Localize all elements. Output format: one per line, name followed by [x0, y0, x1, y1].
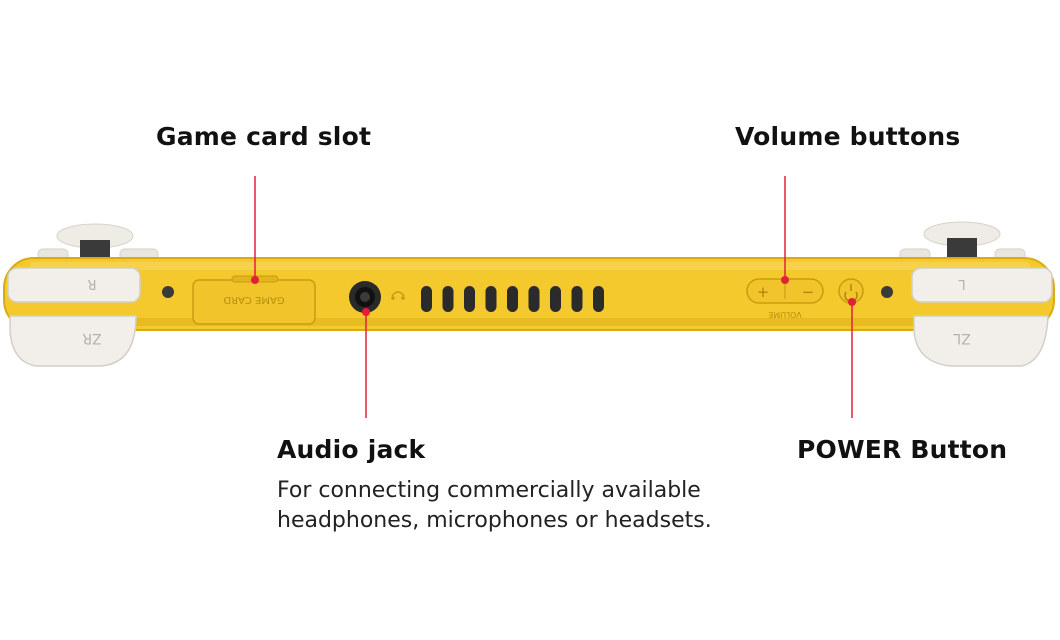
game-card-slot: GAME CARD: [192, 275, 316, 325]
speaker-vent-slot: [421, 286, 432, 312]
l-button: L: [911, 267, 1053, 303]
volume-buttons-label: Volume buttons: [735, 122, 961, 151]
zr-button-marking: ZR: [82, 330, 102, 346]
speaker-vent-slot: [485, 286, 497, 312]
callout-leaders: [251, 176, 856, 418]
r-button: R: [7, 267, 141, 303]
speaker-vent-slot: [442, 286, 454, 312]
game-card-cover-marking: GAME CARD: [223, 294, 284, 305]
volume-plus-marking: +: [757, 283, 770, 301]
l-button-marking: L: [958, 276, 966, 291]
volume-caption-marking: VOLUME: [768, 310, 802, 319]
headphone-symbol-icon: [391, 291, 405, 300]
speaker-vent-slot: [507, 286, 518, 312]
zr-button: ZR: [9, 315, 137, 367]
power-button-label: POWER Button: [797, 435, 1008, 464]
right-screw-hole: [881, 286, 893, 298]
left-screw-hole: [162, 286, 174, 298]
audio-jack-description-line-1: For connecting commercially available: [277, 478, 701, 503]
audio-jack-description-line-2: headphones, microphones or headsets.: [277, 508, 712, 533]
game-card-leader-dot: [251, 276, 259, 284]
zl-button-marking: ZL: [953, 330, 971, 346]
audio-jack-leader-dot: [362, 308, 370, 316]
zl-button: ZL: [913, 315, 1049, 367]
speaker-vent-slot: [593, 286, 604, 312]
power-leader-dot: [848, 298, 856, 306]
audio-jack-label: Audio jack: [277, 435, 426, 464]
speaker-vents: [421, 286, 604, 312]
volume-minus-marking: −: [802, 283, 815, 301]
audio-jack: [349, 281, 381, 313]
volume-leader-dot: [781, 276, 789, 284]
r-button-marking: R: [87, 276, 96, 291]
volume-buttons: + − VOLUME: [746, 278, 824, 319]
game-card-slot-label: Game card slot: [156, 122, 372, 151]
speaker-vent-slot: [464, 286, 475, 312]
speaker-vent-slot: [528, 286, 540, 312]
audio-jack-description: For connecting commercially available he…: [277, 476, 712, 536]
speaker-vent-slot: [550, 286, 561, 312]
right-stick-cap: [899, 221, 1026, 264]
speaker-vent-slot: [571, 286, 583, 312]
